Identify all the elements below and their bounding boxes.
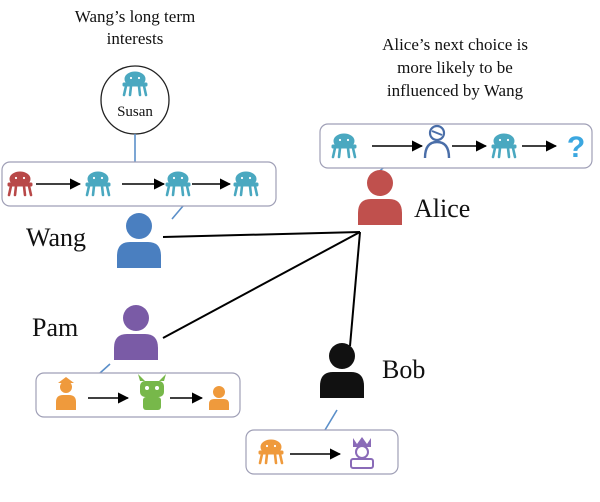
wang-interest-caption-line2: interests bbox=[107, 29, 164, 48]
social-edges bbox=[162, 231, 361, 347]
wang-user-icon bbox=[117, 213, 161, 268]
wang-label: Wang bbox=[26, 223, 86, 252]
question-mark-icon: ? bbox=[567, 131, 585, 164]
wang-sequence-connector bbox=[171, 205, 184, 220]
purple-character-icon bbox=[350, 437, 374, 469]
alice-caption-line3: influenced by Wang bbox=[387, 81, 524, 100]
alice-label: Alice bbox=[414, 194, 470, 223]
edge-wang-alice bbox=[162, 231, 361, 238]
pam-user-icon bbox=[114, 305, 158, 360]
bob-user-icon bbox=[320, 343, 364, 398]
blue-character-icon bbox=[423, 124, 451, 159]
green-character-icon bbox=[138, 374, 166, 410]
alice-sequence: ? bbox=[319, 123, 593, 169]
pam-sequence-connector bbox=[99, 363, 111, 374]
alice-caption-line2: more likely to be bbox=[397, 58, 513, 77]
bob-sequence-connector bbox=[324, 409, 338, 431]
alice-caption-line1: Alice’s next choice is bbox=[382, 35, 528, 54]
bob-label: Bob bbox=[382, 355, 425, 384]
interest-node-label: Susan bbox=[117, 104, 153, 120]
bob-sequence bbox=[245, 429, 399, 475]
pam-label: Pam bbox=[32, 313, 78, 342]
interest-node: Susan bbox=[100, 65, 170, 135]
alice-user-icon bbox=[358, 170, 402, 225]
edge-bob-alice bbox=[349, 231, 361, 347]
pam-sequence bbox=[35, 372, 241, 418]
pam-sequence-box bbox=[35, 372, 241, 418]
wang-interest-caption-line1: Wang’s long term bbox=[75, 7, 195, 26]
orange-character-icon bbox=[56, 377, 76, 410]
wang-sequence bbox=[1, 161, 277, 207]
edge-pam-alice bbox=[162, 231, 361, 339]
